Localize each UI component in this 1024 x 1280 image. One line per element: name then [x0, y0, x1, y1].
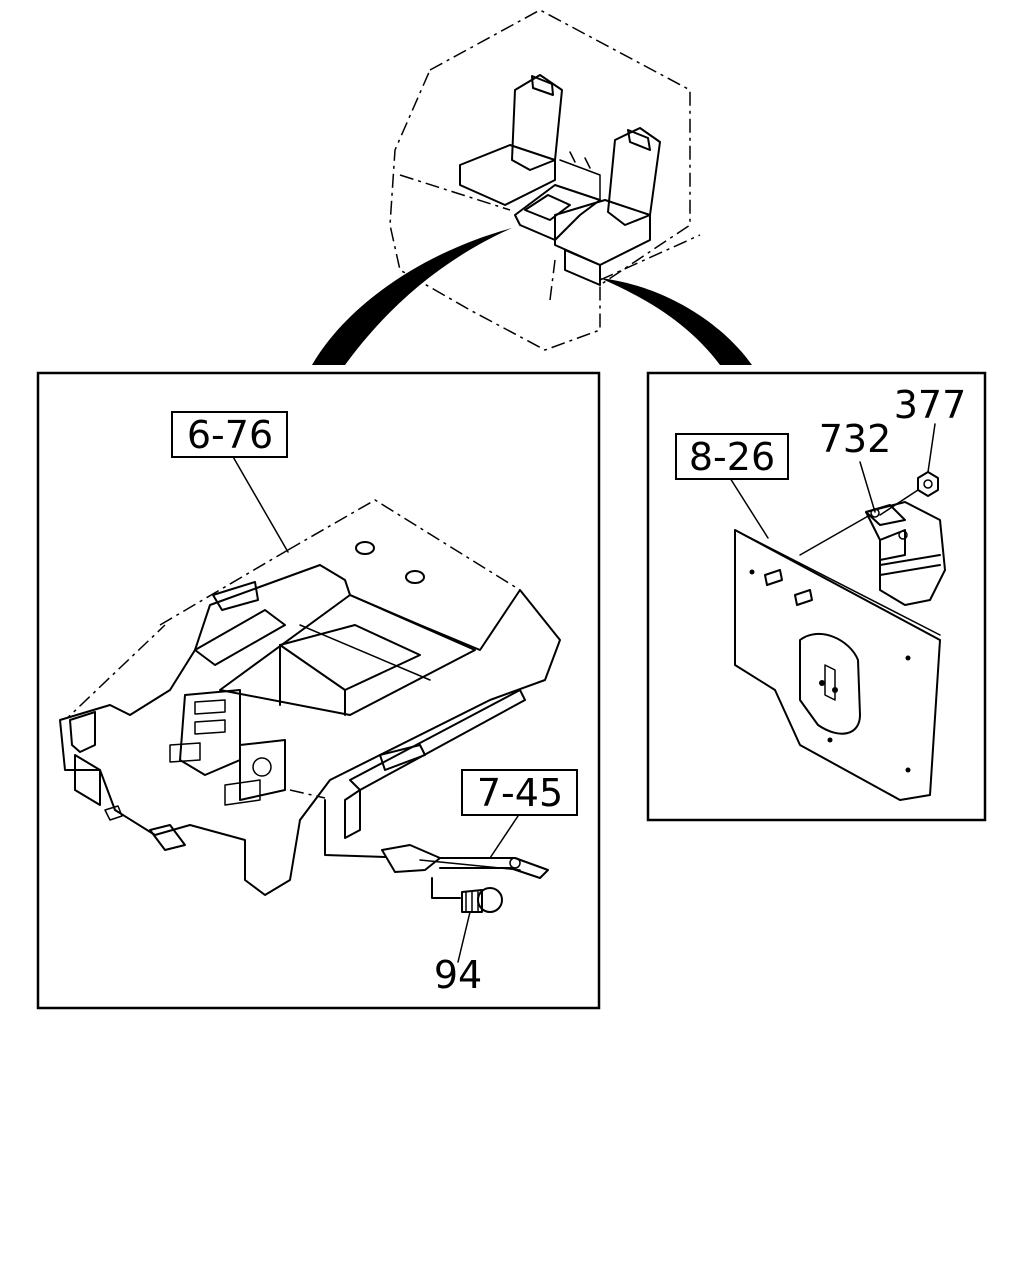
- callout-732: 732: [819, 417, 892, 461]
- connector-arrows: [312, 228, 752, 365]
- relay-module-icon: [799, 501, 946, 606]
- left-detail-frame: [36, 371, 601, 1010]
- leader-6-76: [231, 454, 289, 553]
- callout-box-6-76: [171, 411, 288, 458]
- leader-377: [927, 423, 936, 473]
- callout-6-76: 6-76: [187, 413, 273, 457]
- bolt-icon: [431, 877, 503, 913]
- nut-icon: [879, 471, 939, 516]
- wire-harness-icon: [289, 789, 549, 879]
- callout-box-7-45: [461, 769, 578, 816]
- callout-7-45: 7-45: [477, 771, 563, 815]
- callout-94: 94: [434, 953, 482, 997]
- center-console-icon: [59, 499, 561, 896]
- callout-box-8-26: [675, 433, 789, 480]
- right-detail-frame: [646, 371, 987, 822]
- callout-377: 377: [894, 383, 967, 427]
- leader-94: [457, 911, 471, 963]
- cab-seats-overview-icon: [389, 9, 701, 351]
- side-panel-icon: [734, 529, 941, 801]
- leader-732: [859, 461, 876, 513]
- leader-8-26: [729, 477, 769, 539]
- callout-8-26: 8-26: [689, 435, 775, 479]
- leader-7-45: [489, 812, 521, 859]
